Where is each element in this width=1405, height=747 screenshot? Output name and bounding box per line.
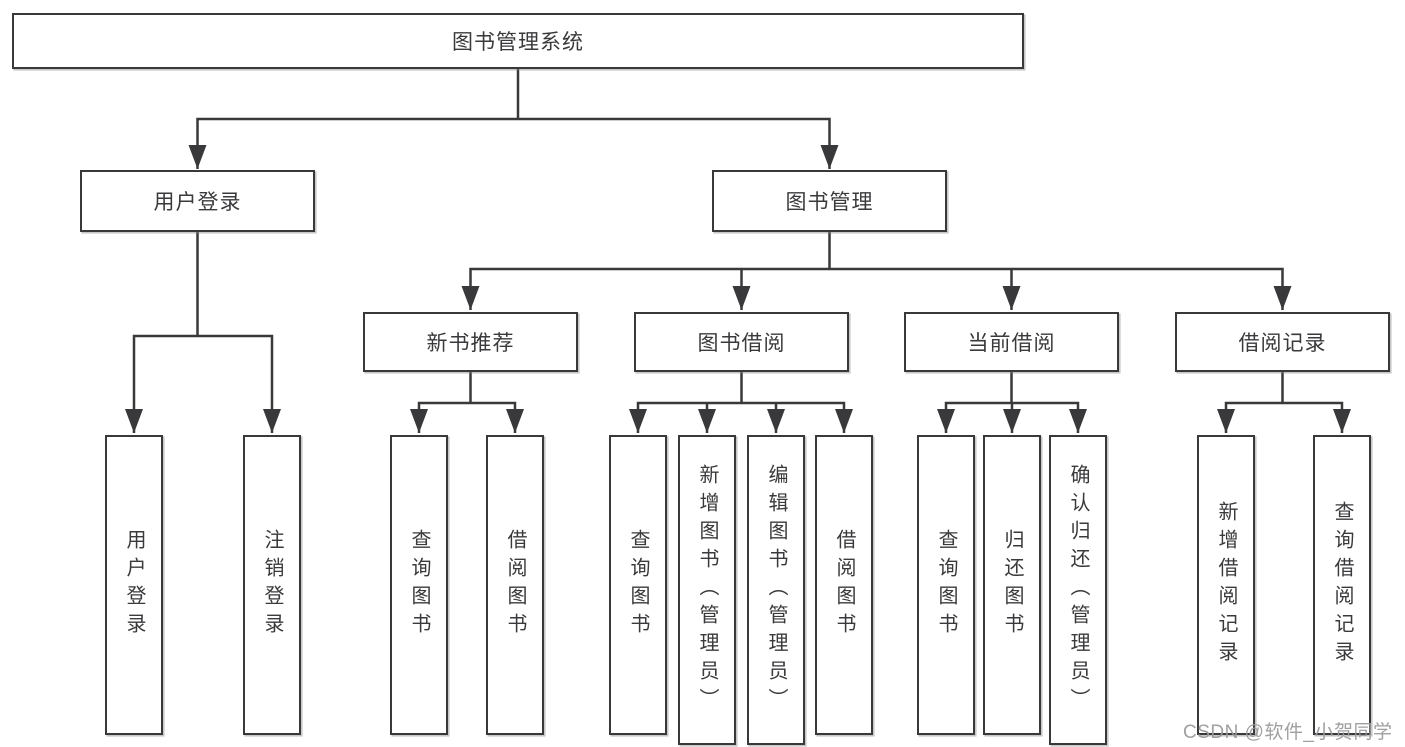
arrow-down-icon [835,409,853,433]
node-label: 图书管理系统 [452,31,584,54]
arrow-down-icon [937,409,955,433]
node-label: 新增图书（管理员） [696,464,718,716]
arrow-down-icon [629,409,647,433]
node-label: 图书管理 [785,191,874,214]
leaf-current-query-books: 查询图书 [917,435,975,735]
leaf-newbook-borrow-books: 借阅图书 [486,435,544,735]
arrow-down-icon [1003,409,1021,433]
arrow-down-icon [410,409,428,433]
arrow-down-icon [1333,409,1351,433]
leaf-borrowing-edit-books-admin: 编辑图书（管理员） [747,435,805,745]
node-borrowing-records: 借阅记录 [1175,312,1390,372]
node-label: 确认归还（管理员） [1067,464,1089,716]
arrow-down-icon [820,145,839,169]
leaf-borrowing-query-books: 查询图书 [609,435,667,735]
node-label: 用户登录 [123,529,145,641]
leaf-records-query-borrow-record: 查询借阅记录 [1313,435,1371,735]
node-label: 注销登录 [261,529,283,641]
arrow-down-icon [698,409,716,433]
node-label: 查询图书 [627,529,649,641]
node-label: 图书借阅 [697,332,786,355]
node-label: 查询图书 [408,529,430,641]
arrow-down-icon [1273,286,1292,310]
leaf-current-return-books: 归还图书 [983,435,1041,735]
leaf-records-add-borrow-record: 新增借阅记录 [1197,435,1255,735]
node-library-management-system: 图书管理系统 [12,13,1024,69]
arrow-down-icon [1002,286,1021,310]
arrow-down-icon [263,409,281,433]
node-label: 借阅图书 [504,529,526,641]
arrow-down-icon [1217,409,1235,433]
leaf-borrowing-borrow-books: 借阅图书 [815,435,873,735]
node-current-borrowing: 当前借阅 [904,312,1119,372]
arrow-down-icon [1069,409,1087,433]
node-label: 归还图书 [1001,529,1023,641]
node-new-book-recommend: 新书推荐 [363,312,578,372]
leaf-current-confirm-return-admin: 确认归还（管理员） [1049,435,1107,745]
leaf-logout: 注销登录 [243,435,301,735]
node-label: 借阅记录 [1238,332,1327,355]
arrow-down-icon [188,145,207,169]
arrow-down-icon [767,409,785,433]
node-label: 用户登录 [153,191,242,214]
leaf-newbook-query-books: 查询图书 [390,435,448,735]
leaf-borrowing-add-books-admin: 新增图书（管理员） [678,435,736,745]
node-label: 新书推荐 [426,332,515,355]
arrow-down-icon [732,286,751,310]
node-book-management: 图书管理 [712,170,947,232]
node-label: 查询借阅记录 [1331,501,1353,669]
arrow-down-icon [461,286,480,310]
csdn-watermark: CSDN @软件_小贺同学 [1183,722,1393,743]
leaf-user-login: 用户登录 [105,435,163,735]
node-book-borrowing: 图书借阅 [634,312,849,372]
tree-edges [132,69,1344,433]
node-label: 当前借阅 [967,332,1056,355]
node-user-login: 用户登录 [80,170,315,232]
node-label: 查询图书 [935,529,957,641]
node-label: 新增借阅记录 [1215,501,1237,669]
node-label: 借阅图书 [833,529,855,641]
node-label: 编辑图书（管理员） [765,464,787,716]
arrow-down-icon [506,409,524,433]
arrow-down-icon [125,409,143,433]
